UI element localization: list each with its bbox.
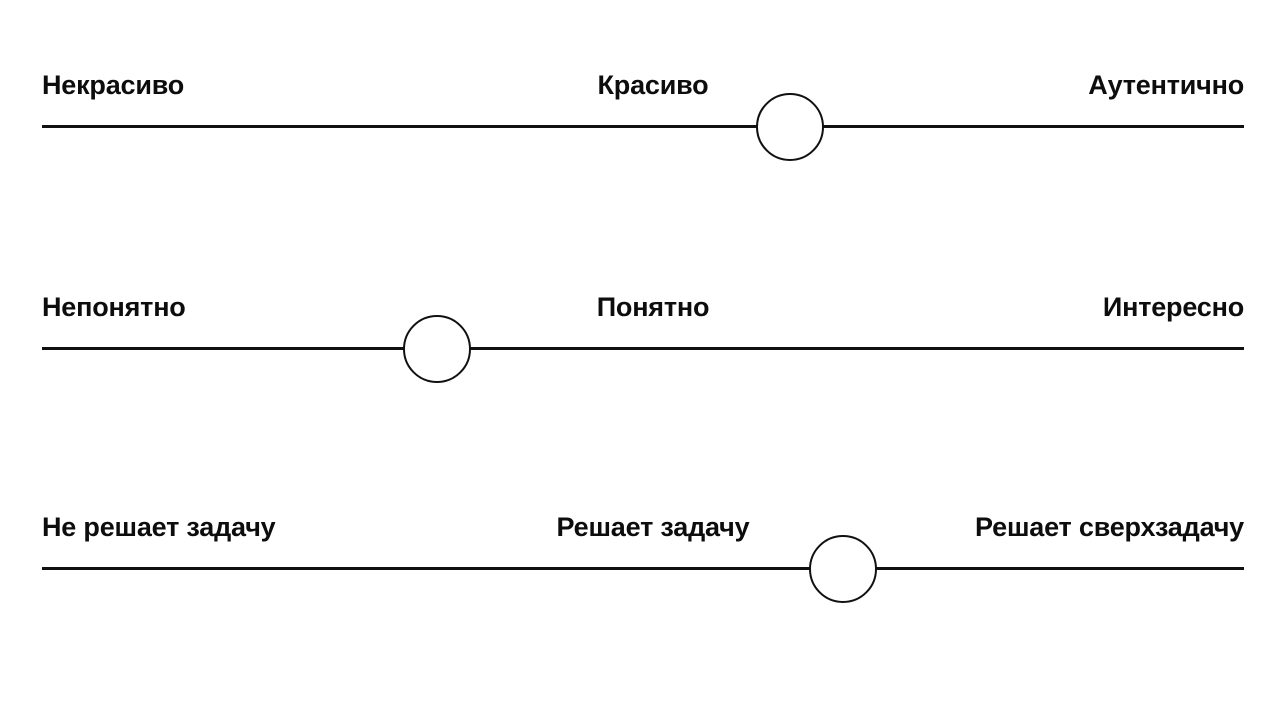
scale-labels-clarity: Непонятно Понятно Интересно [42,277,1244,321]
task-solving-slider-handle[interactable] [808,535,877,603]
scale-labels-task-solving: Не решает задачу Решает задачу Решает св… [42,497,1244,541]
scale-track-aesthetics[interactable] [42,93,1244,161]
scale-track-task-solving[interactable] [42,535,1244,603]
clarity-slider-handle[interactable] [403,315,472,383]
scale-label-start-aesthetics: Некрасиво [42,70,185,100]
aesthetics-slider-handle[interactable] [755,93,824,161]
scale-track-line-task-solving [42,567,1244,570]
scale-label-middle-task-solving: Решает задачу [556,512,750,542]
scale-label-start-task-solving: Не решает задачу [42,512,276,542]
scale-label-end-task-solving: Решает сверхзадачу [975,512,1244,542]
scale-label-end-clarity: Интересно [1102,292,1244,322]
scale-track-line-clarity [42,347,1244,350]
scale-track-clarity[interactable] [42,315,1244,383]
scale-label-middle-aesthetics: Красиво [597,70,709,100]
scale-label-middle-clarity: Понятно [596,292,710,322]
scale-labels-aesthetics: Некрасиво Красиво Аутентично [42,55,1244,99]
scale-track-line-aesthetics [42,125,1244,128]
scale-label-end-aesthetics: Аутентично [1088,70,1244,100]
scale-row-task-solving: Не решает задачу Решает задачу Решает св… [0,497,1280,637]
scale-row-clarity: Непонятно Понятно Интересно [0,277,1280,417]
scale-label-start-clarity: Непонятно [42,292,186,322]
scale-row-aesthetics: Некрасиво Красиво Аутентично [0,55,1280,195]
